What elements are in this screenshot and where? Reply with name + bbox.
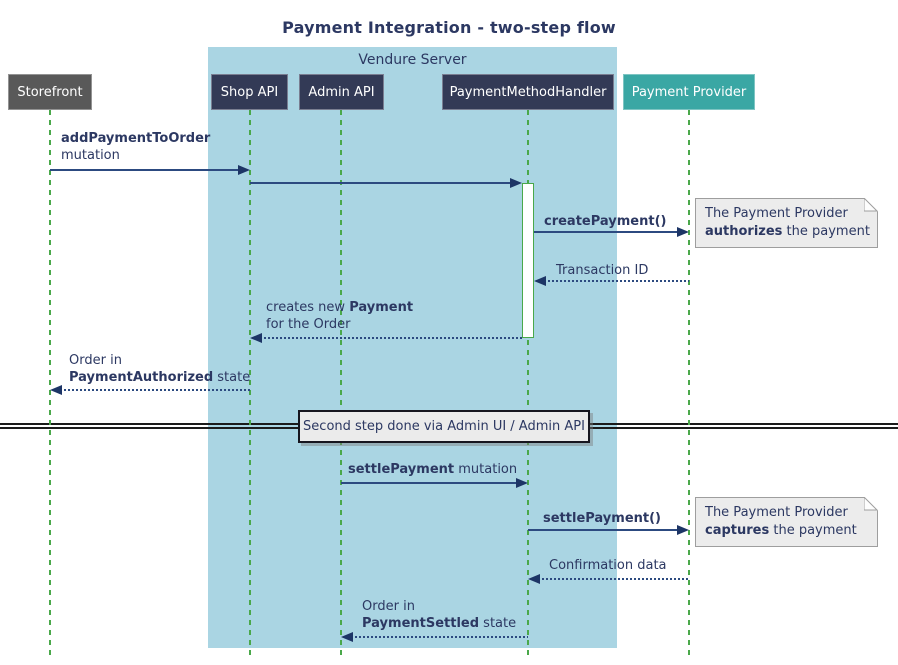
msg-order-payment-settled-line [351,636,528,638]
payment-provider-lifeline [688,110,690,656]
text-segment: mutation [454,462,518,477]
msg-create-payment-line [534,231,679,233]
note-authorizes: The Payment Provider authorizes the payme… [695,198,878,248]
msg-transaction-id-label: Transaction ID [556,262,648,279]
arrow-head-icon [238,165,250,175]
participant-payment-method-handler: PaymentMethodHandler [442,74,614,110]
shop-api-lifeline [249,110,251,656]
text-segment: creates new [266,300,350,315]
note-fold-icon [864,497,878,511]
arrow-head-icon [341,632,353,642]
arrow-head-icon [516,478,528,488]
arrow-head-icon [677,525,689,535]
storefront-lifeline [49,110,51,656]
msg-order-payment-authorized-label: Order in PaymentAuthorized state [69,352,250,386]
text-segment: Confirmation data [549,558,667,573]
arrow-head-icon [677,227,689,237]
msg-create-payment-label: createPayment() [544,213,666,230]
participant-payment-provider: Payment Provider [623,74,755,110]
text-segment: createPayment() [544,214,667,229]
text-segment: Order in [69,353,122,368]
participant-storefront-label: Storefront [17,84,83,100]
msg-shop-api-to-handler-line [250,182,512,184]
text-segment: Transaction ID [556,263,649,278]
msg-order-payment-authorized-line [60,389,250,391]
text-segment: state [213,370,251,385]
note-fold-icon [864,198,878,212]
arrow-head-icon [528,574,540,584]
text-segment: settlePayment [348,462,455,477]
msg-confirmation-data-line [538,578,689,580]
divider-label: Second step done via Admin UI / Admin AP… [303,419,585,434]
msg-settle-payment-mutation-label: settlePayment mutation [348,461,517,478]
text-segment: authorizes [705,224,783,239]
participant-shop-api-label: Shop API [220,84,279,100]
text-segment: mutation [61,148,120,163]
text-segment: the payment [782,224,870,239]
text-segment: Order in [362,599,415,614]
text-segment: the payment [769,523,857,538]
text-segment: Payment [349,300,414,315]
text-segment: captures [705,523,770,538]
payment-method-handler-lifeline [527,110,529,656]
vendure-server-container [208,47,617,648]
participant-payment-provider-label: Payment Provider [631,84,747,100]
msg-add-payment-to-order-line [50,169,240,171]
note-captures: The Payment Provider captures the payment [695,497,878,547]
msg-creates-new-payment-line [260,337,522,339]
msg-add-payment-to-order-label: addPaymentToOrder mutation [61,130,210,164]
participant-shop-api: Shop API [211,74,288,110]
vendure-server-label: Vendure Server [358,52,467,68]
msg-settle-payment-mutation-line [341,482,518,484]
text-segment: settlePayment() [543,511,661,526]
payment-method-handler-activation [522,183,534,338]
arrow-head-icon [250,333,262,343]
diagram-title: Payment Integration - two-step flow [282,18,616,37]
text-segment: state [479,616,517,631]
arrow-head-icon [510,178,522,188]
participant-admin-api-label: Admin API [308,84,375,100]
text-segment: The Payment Provider [705,206,848,221]
msg-settle-payment-call-label: settlePayment() [543,510,661,527]
msg-order-payment-settled-label: Order in PaymentSettled state [362,598,516,632]
divider-label-box: Second step done via Admin UI / Admin AP… [298,410,590,443]
msg-creates-new-payment-label: creates new Payment for the Order [266,299,413,333]
arrow-head-icon [534,276,546,286]
text-segment: PaymentSettled [362,616,480,631]
participant-payment-method-handler-label: PaymentMethodHandler [449,84,607,100]
text-segment: addPaymentToOrder [61,131,211,146]
text-segment: for the Order [266,317,351,332]
arrow-head-icon [50,385,62,395]
participant-admin-api: Admin API [299,74,384,110]
msg-settle-payment-call-line [528,529,679,531]
participant-storefront: Storefront [8,74,92,110]
text-segment: The Payment Provider [705,505,848,520]
admin-api-lifeline [340,110,342,656]
msg-transaction-id-line [544,280,689,282]
msg-confirmation-data-label: Confirmation data [549,557,667,574]
text-segment: PaymentAuthorized [69,370,214,385]
